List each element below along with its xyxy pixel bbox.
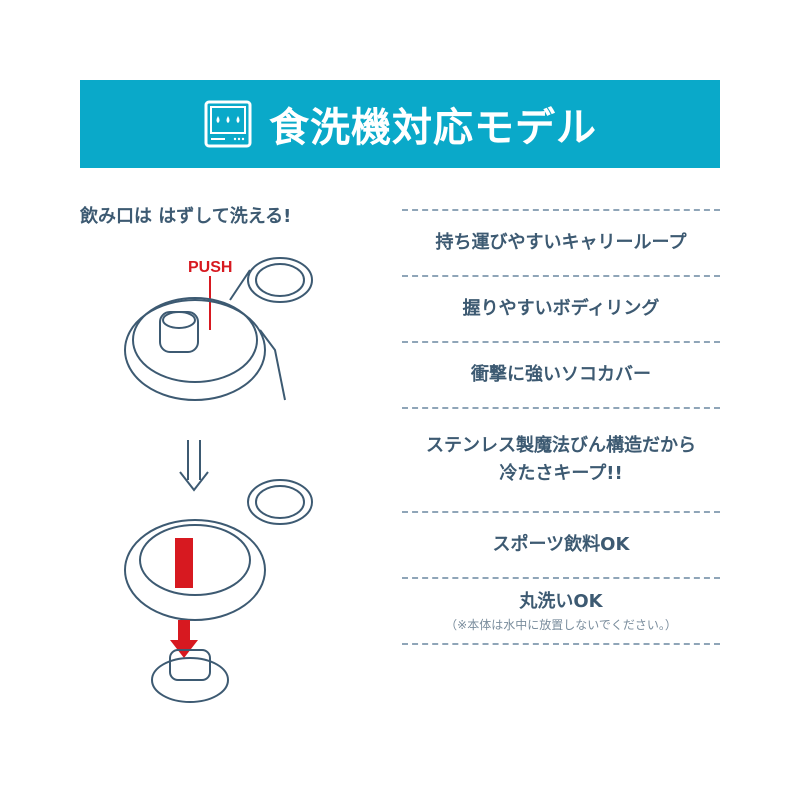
divider	[402, 511, 720, 513]
feature-text: 握りやすいボディリング	[462, 298, 660, 319]
banner-title: 食洗機対応モデル	[269, 105, 597, 151]
feature-item: スポーツ飲料OK	[402, 513, 720, 577]
divider	[402, 577, 720, 579]
feature-item: 持ち運びやすいキャリーループ	[402, 211, 720, 275]
divider	[402, 341, 720, 343]
subtitle: 飲み口は はずして洗える!	[80, 206, 292, 227]
feature-item: 丸洗いOK （※本体は水中に放置しないでください。）	[402, 579, 720, 643]
divider	[402, 275, 720, 277]
divider	[402, 407, 720, 409]
feature-item: 衝撃に強いソコカバー	[402, 343, 720, 407]
feature-note: （※本体は水中に放置しないでください。）	[445, 618, 677, 632]
push-label: PUSH	[188, 259, 232, 276]
title-banner: 食洗機対応モデル	[80, 80, 720, 168]
lid-removal-illustration: PUSH	[124, 257, 313, 703]
dishwasher-icon	[204, 100, 252, 148]
feature-item: ステンレス製魔法びん構造だから冷たさキープ!!	[402, 409, 720, 511]
feature-text: スポーツ飲料OK	[492, 534, 630, 555]
feature-item: 握りやすいボディリング	[402, 277, 720, 341]
divider	[402, 643, 720, 645]
feature-text: 衝撃に強いソコカバー	[471, 364, 651, 385]
feature-text: 丸洗いOK	[519, 591, 603, 612]
feature-text: 冷たさキープ!!	[499, 463, 623, 484]
feature-list: 持ち運びやすいキャリーループ 握りやすいボディリング 衝撃に強いソコカバー ステ…	[402, 209, 720, 645]
feature-text: ステンレス製魔法びん構造だから	[426, 435, 696, 456]
feature-text: 持ち運びやすいキャリーループ	[435, 232, 687, 253]
divider	[402, 209, 720, 211]
